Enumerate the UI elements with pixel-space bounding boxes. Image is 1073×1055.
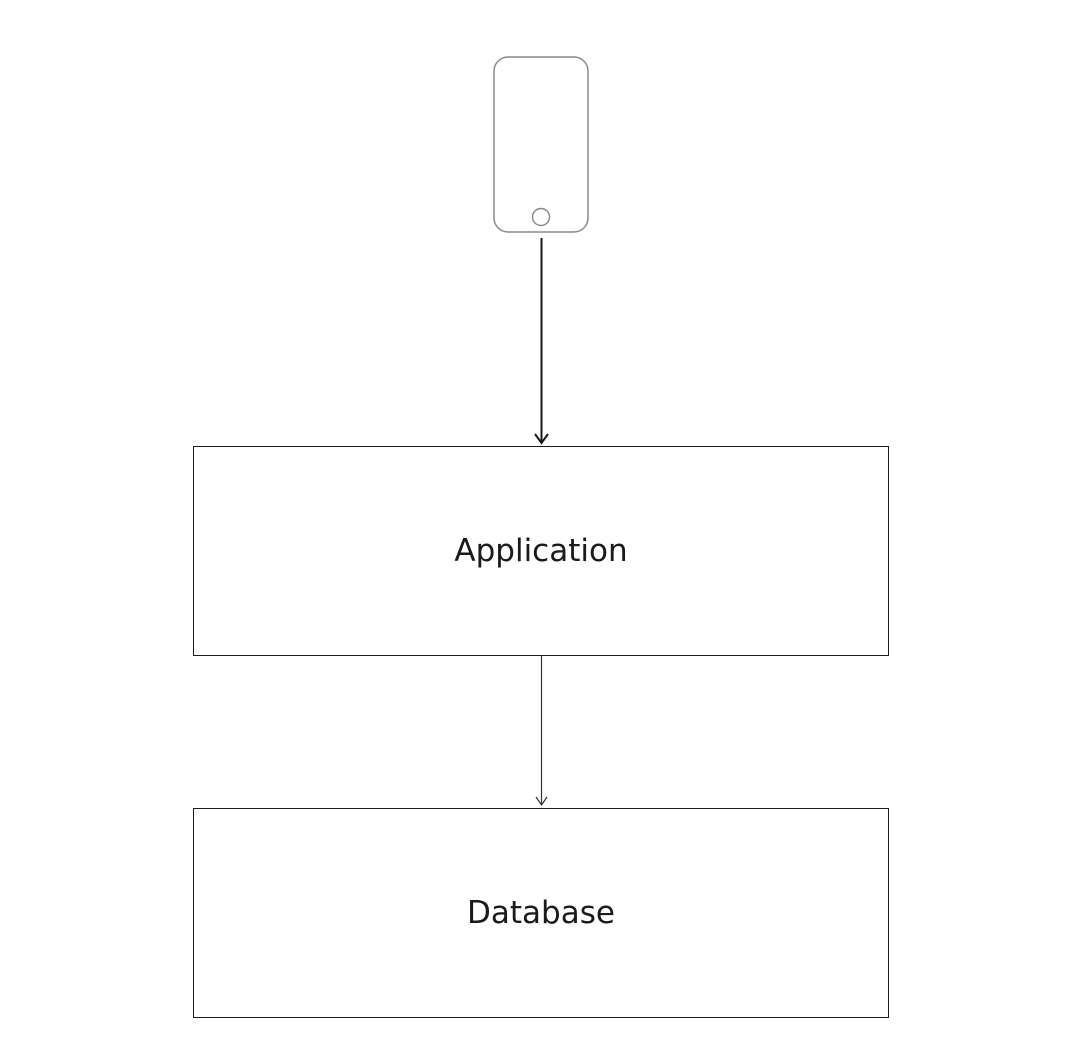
application-node: Application <box>193 446 889 656</box>
arrow-application-to-database <box>535 656 548 807</box>
database-label: Database <box>467 895 615 931</box>
arrow-phone-to-application <box>534 238 549 445</box>
application-label: Application <box>454 533 628 569</box>
database-node: Database <box>193 808 889 1018</box>
smartphone-icon <box>493 56 589 233</box>
